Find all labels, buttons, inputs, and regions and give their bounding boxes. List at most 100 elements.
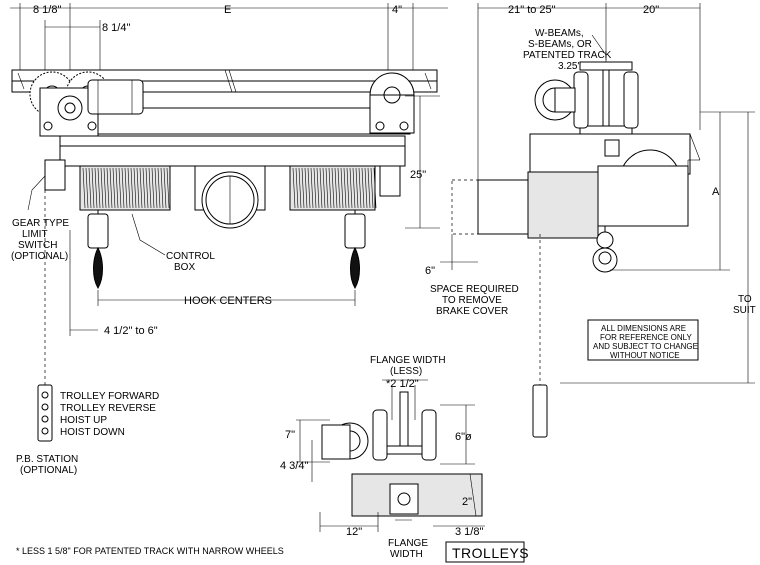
pendant-label-trolley-reverse: TROLLEY REVERSE (60, 403, 156, 414)
label-hook-centers: HOOK CENTERS (184, 295, 272, 307)
drum-groove (112, 167, 116, 209)
drum-groove (364, 167, 368, 209)
dim-hook-4-6: 4 1/2" to 6" (104, 325, 158, 337)
label-space-required-2: TO REMOVE (442, 295, 502, 306)
drum-groove (157, 167, 161, 209)
drum-groove (106, 167, 110, 209)
hook-left-icon (93, 246, 103, 289)
drum-groove (301, 167, 305, 209)
notice-line-2: FOR REFERENCE ONLY (600, 333, 693, 342)
drum-groove (325, 167, 329, 209)
drum-groove (304, 167, 308, 209)
pendant-button-hoist-up (41, 415, 49, 423)
drum-groove (319, 167, 323, 209)
drum-groove (91, 167, 95, 209)
dim-left-8-1-8: 8 1/8" (33, 4, 61, 16)
label-flange-bottom-2: WIDTH (390, 549, 423, 560)
drum-groove (343, 167, 347, 209)
drum-groove (367, 167, 371, 209)
pendant-station (37, 384, 53, 442)
dim-h-6: 6" (425, 265, 435, 277)
dim-side-21-25: 21" to 25" (508, 4, 556, 16)
drum-groove (85, 167, 89, 209)
notice-line-3: AND SUBJECT TO CHANGE (593, 342, 698, 351)
drum-groove (82, 167, 86, 209)
label-space-required-3: BRAKE COVER (436, 306, 508, 317)
dim-left-8-1-4: 8 1/4" (102, 22, 130, 34)
dim-a: A (712, 186, 720, 198)
drum-groove (373, 167, 377, 209)
drum-groove (109, 167, 113, 209)
drum-groove (358, 167, 362, 209)
drum-groove (346, 167, 350, 209)
drum-groove (100, 167, 104, 209)
pendant-label-trolley-forward: TROLLEY FORWARD (60, 391, 159, 402)
drum-groove (322, 167, 326, 209)
drum-groove (127, 167, 131, 209)
trolley-detail (296, 379, 525, 563)
pendant-button-trolley-reverse (41, 403, 49, 411)
label-control-box-2: BOX (174, 262, 195, 273)
pendant-label-hoist-down: HOIST DOWN (60, 427, 125, 438)
drum-groove (94, 167, 98, 209)
drum-groove (316, 167, 320, 209)
drum-groove (163, 167, 167, 209)
labels: 8 1/8" E 4" 8 1/4" 21" to 25" 20" W-BEAM… (11, 4, 756, 561)
label-gear-limit-4: (OPTIONAL) (11, 251, 68, 262)
hook-block-left (87, 213, 109, 249)
dim-e: E (224, 4, 231, 16)
label-flange-bottom-1: FLANGE (388, 538, 428, 549)
drum-groove (313, 167, 317, 209)
drum-groove (139, 167, 143, 209)
drum-groove (310, 167, 314, 209)
label-beams-4: 3.25" (558, 61, 581, 72)
drum-groove (370, 167, 374, 209)
drum-groove (352, 167, 356, 209)
drum-grooves (82, 167, 377, 209)
dim-trolley-7: 7" (285, 429, 295, 441)
trolley-motor (87, 79, 144, 115)
drum-groove (115, 167, 119, 209)
drum-groove (154, 167, 158, 209)
hook-block-right (344, 213, 366, 249)
drum-groove (148, 167, 152, 209)
label-beams-3: PATENTED TRACK (523, 50, 612, 61)
drum-groove (151, 167, 155, 209)
dim-h-25: 25" (410, 169, 426, 181)
drum-groove (121, 167, 125, 209)
dim-flange-2-1-2: *2 1/2" (386, 378, 419, 390)
drum-groove (292, 167, 296, 209)
footnote: * LESS 1 5/8" FOR PATENTED TRACK WITH NA… (16, 546, 284, 556)
drum-groove (103, 167, 107, 209)
side-hoist-motor (477, 179, 529, 235)
label-to-suit-2: SUIT (733, 305, 756, 316)
drum-groove (136, 167, 140, 209)
label-space-required-1: SPACE REQUIRED (430, 284, 519, 295)
drum-groove (361, 167, 365, 209)
drum-groove (88, 167, 92, 209)
dim-right-4: 4" (392, 4, 402, 16)
label-gear-limit-1: GEAR TYPE (12, 218, 69, 229)
drum-groove (307, 167, 311, 209)
label-flange-top-2: (LESS) (390, 366, 422, 377)
beam-section (579, 61, 633, 71)
title-trolleys: TROLLEYS (452, 545, 529, 561)
dim-trolley-4-3-4: 4 3/4" (280, 460, 308, 472)
notice-line-4: WITHOUT NOTICE (610, 351, 680, 360)
label-beams-2: S-BEAMs, OR (528, 39, 592, 50)
label-gear-limit-2: LIMIT (22, 229, 48, 240)
drum-groove (160, 167, 164, 209)
drum-groove (145, 167, 149, 209)
front-view (10, 3, 448, 442)
label-pb-station-1: P.B. STATION (16, 454, 78, 465)
drum-groove (334, 167, 338, 209)
label-beams-1: W-BEAMs, (535, 28, 584, 39)
drum-groove (142, 167, 146, 209)
label-to-suit-1: TO (738, 294, 752, 305)
title-box (445, 541, 525, 563)
notice-box (587, 319, 699, 361)
drum-groove (328, 167, 332, 209)
drum-groove (340, 167, 344, 209)
drum-groove (118, 167, 122, 209)
